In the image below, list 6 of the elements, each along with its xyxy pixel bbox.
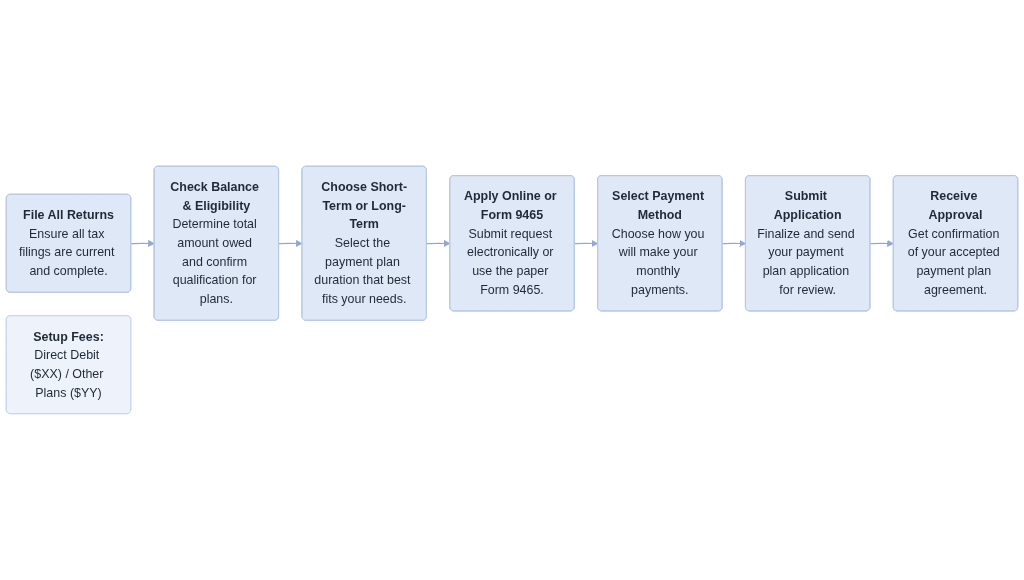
arrow [426, 240, 451, 247]
arrow [574, 240, 599, 247]
arrow [721, 240, 747, 247]
arrow [869, 240, 894, 247]
arrow [278, 240, 303, 247]
arrow [130, 240, 155, 247]
